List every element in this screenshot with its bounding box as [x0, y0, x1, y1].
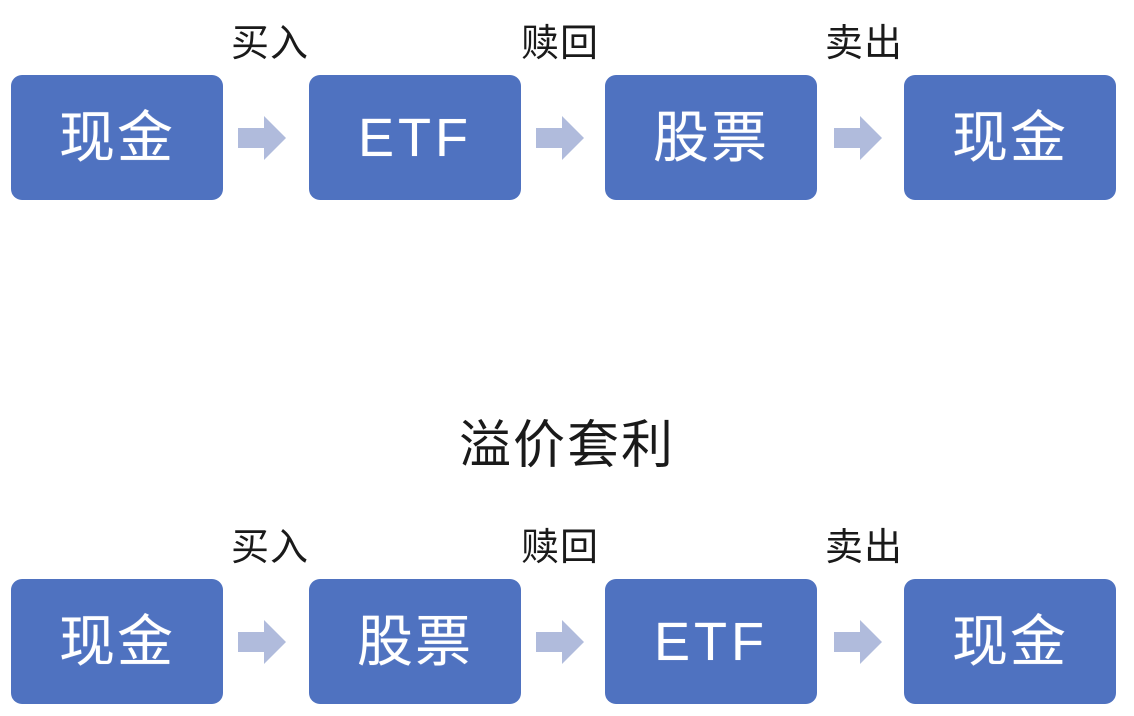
arrow-right-icon — [238, 116, 286, 160]
arrow-right-icon — [536, 116, 584, 160]
edge-label-sell-bottom: 卖出 — [825, 527, 904, 569]
node-stock-bottom[interactable]: 股票 — [309, 579, 521, 704]
node-cash-top-end[interactable]: 现金 — [904, 75, 1116, 200]
edge-label-redeem-bottom: 赎回 — [521, 527, 600, 569]
node-stock-top[interactable]: 股票 — [605, 75, 817, 200]
node-label: ETF — [358, 107, 472, 168]
edge-label-buy-top: 买入 — [231, 23, 310, 65]
node-label: 现金 — [952, 105, 1068, 169]
node-label: ETF — [654, 611, 768, 672]
arrow-right-icon — [238, 620, 286, 664]
edge-label-buy-bottom: 买入 — [231, 527, 310, 569]
node-etf-bottom[interactable]: ETF — [605, 579, 817, 704]
flow-row-premium-arbitrage: 买入 赎回 卖出 现金 股票 ETF 现金 — [0, 504, 1134, 704]
section-title: 溢价套利 — [458, 417, 675, 475]
edge-label-redeem-top: 赎回 — [521, 23, 600, 65]
node-cash-bottom-end[interactable]: 现金 — [904, 579, 1116, 704]
node-label: 现金 — [952, 609, 1068, 673]
node-label: 现金 — [59, 105, 175, 169]
arrow-right-icon — [834, 620, 882, 664]
arrow-right-icon — [536, 620, 584, 664]
arrow-right-icon — [834, 116, 882, 160]
node-label: 现金 — [59, 609, 175, 673]
node-label: 股票 — [357, 609, 473, 673]
flow-row-discount-arbitrage: 买入 赎回 卖出 现金 ETF 股票 现金 — [0, 0, 1134, 200]
node-cash-top-start[interactable]: 现金 — [11, 75, 223, 200]
node-label: 股票 — [653, 105, 769, 169]
node-etf-top[interactable]: ETF — [309, 75, 521, 200]
node-cash-bottom-start[interactable]: 现金 — [11, 579, 223, 704]
edge-label-sell-top: 卖出 — [825, 23, 904, 65]
